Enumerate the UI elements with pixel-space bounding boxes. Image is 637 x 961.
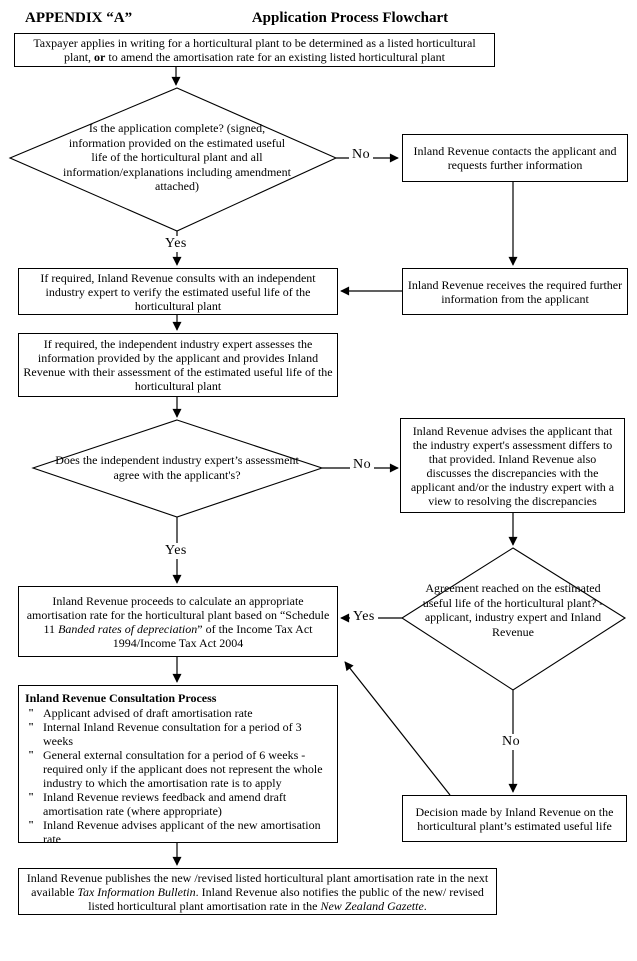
bullet-icon: " (28, 791, 35, 803)
diamond-expert-agree-text: Does the independent industry expert’s a… (55, 453, 299, 482)
label-yes-application-complete: Yes (162, 236, 190, 252)
consultation-bullet: " General external consultation for a pe… (25, 748, 331, 790)
publishes-text-1: Inland Revenue publishes the new /revise… (26, 870, 489, 899)
label-no-application-complete: No (349, 147, 374, 163)
label-no-expert-agree: No (350, 457, 375, 473)
bullet-icon: " (28, 819, 35, 831)
bullet-text: Internal Inland Revenue consultation for… (43, 720, 302, 748)
box-ir-publishes-rate: Inland Revenue publishes the new /revise… (18, 868, 497, 915)
differs-text: Inland Revenue advises the applicant tha… (410, 423, 615, 508)
calculate-text-2: ” of the Income Tax Act 1994/Income Tax … (112, 621, 313, 650)
decision-text: Decision made by Inland Revenue on the h… (415, 804, 614, 833)
box-consultation-process: Inland Revenue Consultation Process " Ap… (18, 685, 338, 846)
label-yes-expert-agree: Yes (162, 543, 190, 559)
assesses-text: If required, the independent industry ex… (23, 337, 333, 393)
diamond-application-complete-text: Is the application complete? (signed, in… (63, 121, 291, 193)
taxpayer-text-1: Taxpayer applies in writing for a hortic… (33, 36, 476, 64)
bullet-icon: " (28, 721, 35, 733)
consultation-bullet: " Inland Revenue reviews feedback and am… (25, 790, 331, 818)
appendix-label: APPENDIX “A” (25, 10, 133, 26)
label-yes-agreement-reached: Yes (350, 609, 378, 625)
bullet-text: General external consultation for a peri… (43, 748, 323, 790)
receives-text: Inland Revenue receives the required fur… (407, 277, 623, 306)
bullet-icon: " (28, 749, 35, 761)
bullet-icon: " (28, 707, 35, 719)
contacts-text: Inland Revenue contacts the applicant an… (413, 144, 617, 172)
publishes-text-3: . (423, 898, 427, 913)
box-ir-advises-differs: Inland Revenue advises the applicant tha… (400, 418, 625, 513)
publishes-text-italic-1: Tax Information Bulletin (77, 884, 196, 899)
box-ir-contacts-applicant: Inland Revenue contacts the applicant an… (402, 134, 628, 182)
bullet-text: Inland Revenue reviews feedback and amen… (43, 790, 287, 818)
page-title: Application Process Flowchart (251, 10, 449, 26)
consultation-bullet: " Applicant advised of draft amortisatio… (25, 706, 331, 720)
consultation-bullet: " Internal Inland Revenue consultation f… (25, 720, 331, 748)
calculate-text-italic: Banded rates of depreciation (58, 621, 198, 636)
box-decision-made: Decision made by Inland Revenue on the h… (402, 795, 627, 842)
box-ir-receives-information: Inland Revenue receives the required fur… (402, 268, 628, 315)
bullet-text: Inland Revenue advises applicant of the … (43, 818, 321, 846)
consults-text: If required, Inland Revenue consults wit… (40, 270, 316, 313)
calculate-text-1: Inland Revenue proceeds to calculate an … (26, 593, 330, 636)
bullet-text: Applicant advised of draft amortisation … (43, 706, 253, 720)
publishes-text-italic-2: New Zealand Gazette (320, 898, 424, 913)
consultation-title: Inland Revenue Consultation Process (25, 691, 217, 705)
taxpayer-text-or: or (94, 50, 106, 64)
box-ir-consults-expert: If required, Inland Revenue consults wit… (18, 268, 338, 315)
box-taxpayer-applies: Taxpayer applies in writing for a hortic… (14, 33, 495, 67)
consultation-bullet: " Inland Revenue advises applicant of th… (25, 818, 331, 846)
diamond-agreement-reached-text: Agreement reached on the estimated usefu… (422, 581, 604, 639)
taxpayer-text-2: to amend the amortisation rate for an ex… (105, 50, 445, 64)
label-no-agreement-reached: No (499, 734, 524, 750)
publishes-text-2: . Inland Revenue also notifies the publi… (88, 884, 484, 913)
box-ir-calculates-rate: Inland Revenue proceeds to calculate an … (18, 586, 338, 657)
arrow-decision-to-calculate (344, 661, 451, 796)
box-expert-assesses: If required, the independent industry ex… (18, 333, 338, 397)
